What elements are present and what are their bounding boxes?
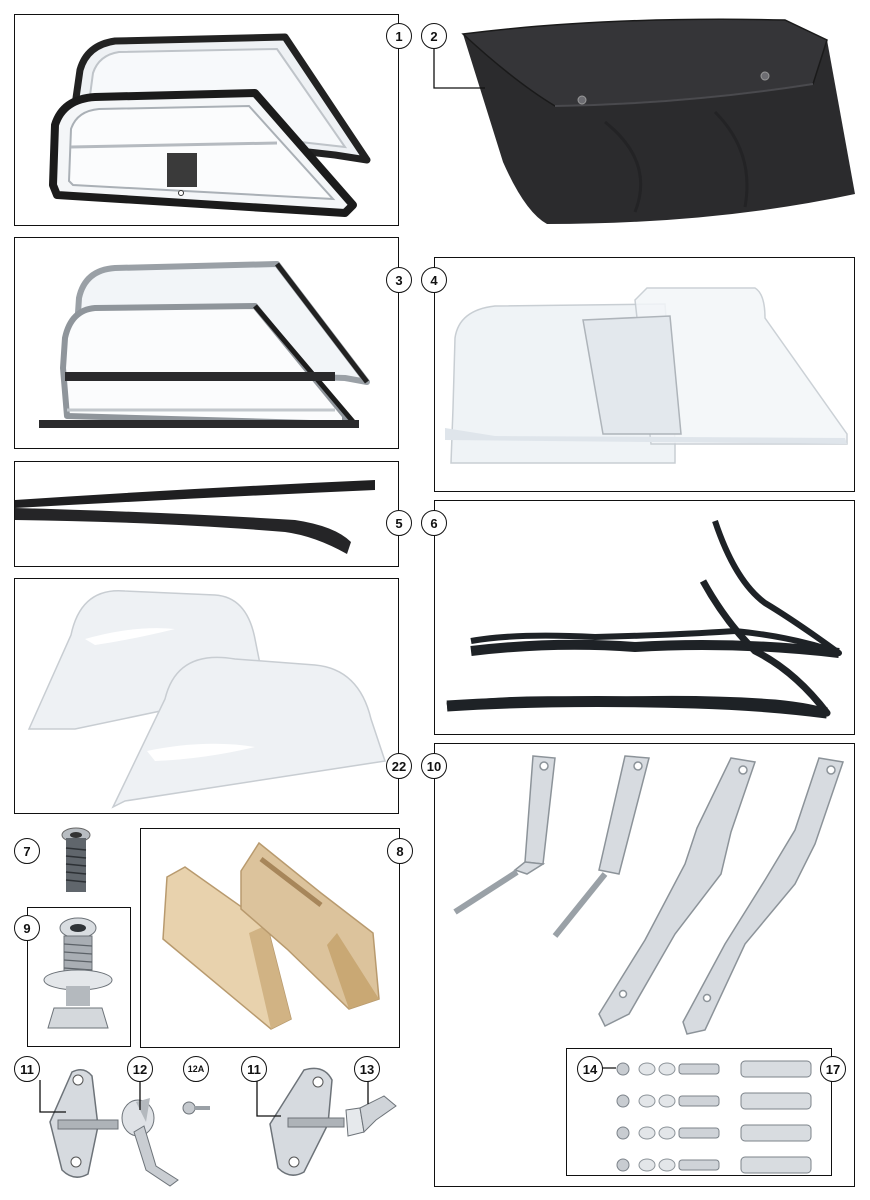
screen-frame-pair-illustration bbox=[39, 261, 370, 428]
callout-7: 7 bbox=[14, 838, 40, 864]
wing-nut-lever-illustration bbox=[121, 1098, 179, 1187]
screw-illustration bbox=[182, 1101, 210, 1115]
mounting-plate-left-illustration bbox=[49, 1069, 119, 1178]
callout-8: 8 bbox=[387, 838, 413, 864]
callout-5: 5 bbox=[386, 510, 412, 536]
chrome-bush-illustration bbox=[43, 917, 113, 1029]
felt-strip-illustration bbox=[15, 480, 375, 554]
callout-3: 3 bbox=[386, 267, 412, 293]
panel-22-clear-windows bbox=[14, 578, 399, 814]
callout-6: 6 bbox=[421, 510, 447, 536]
spacer-illustration bbox=[61, 827, 91, 892]
callout-14: 14 bbox=[577, 1056, 603, 1082]
fixing-kit-illustration bbox=[616, 1060, 812, 1174]
panel-8-wood-blocks bbox=[140, 828, 400, 1048]
callout-1: 1 bbox=[386, 23, 412, 49]
callout-2: 2 bbox=[421, 23, 447, 49]
callout-4: 4 bbox=[421, 267, 447, 293]
panel-14-17-fixing-kit bbox=[566, 1048, 832, 1176]
mounting-brackets-illustration bbox=[453, 755, 844, 1035]
panel-9-chrome-bush bbox=[27, 907, 131, 1047]
callout-10: 10 bbox=[421, 753, 447, 779]
wood-block-illustration bbox=[162, 841, 380, 1030]
callout-12a: 12A bbox=[183, 1056, 209, 1082]
callout-12: 12 bbox=[127, 1056, 153, 1082]
panel-4-clear-panels bbox=[434, 257, 855, 492]
callout-22: 22 bbox=[386, 753, 412, 779]
callout-11-left: 11 bbox=[14, 1056, 40, 1082]
callout-17: 17 bbox=[820, 1056, 846, 1082]
rubber-seal-illustration bbox=[446, 520, 842, 719]
callout-13: 13 bbox=[354, 1056, 380, 1082]
side-curtain-pair-illustration bbox=[49, 33, 371, 217]
panel-3-screen-frames bbox=[14, 237, 399, 449]
panel-1-side-curtains bbox=[14, 14, 399, 226]
mounting-plate-right-illustration bbox=[269, 1067, 345, 1176]
storage-bag-illustration bbox=[461, 18, 855, 224]
callout-9: 9 bbox=[14, 915, 40, 941]
wing-nut-illustration bbox=[345, 1095, 397, 1137]
clear-sliding-panels-illustration bbox=[445, 287, 848, 464]
panel-5-felt-strips bbox=[14, 461, 399, 567]
callout-11-right: 11 bbox=[241, 1056, 267, 1082]
panel-6-rubber-seals bbox=[434, 500, 855, 735]
clear-window-pair-illustration bbox=[27, 589, 386, 809]
